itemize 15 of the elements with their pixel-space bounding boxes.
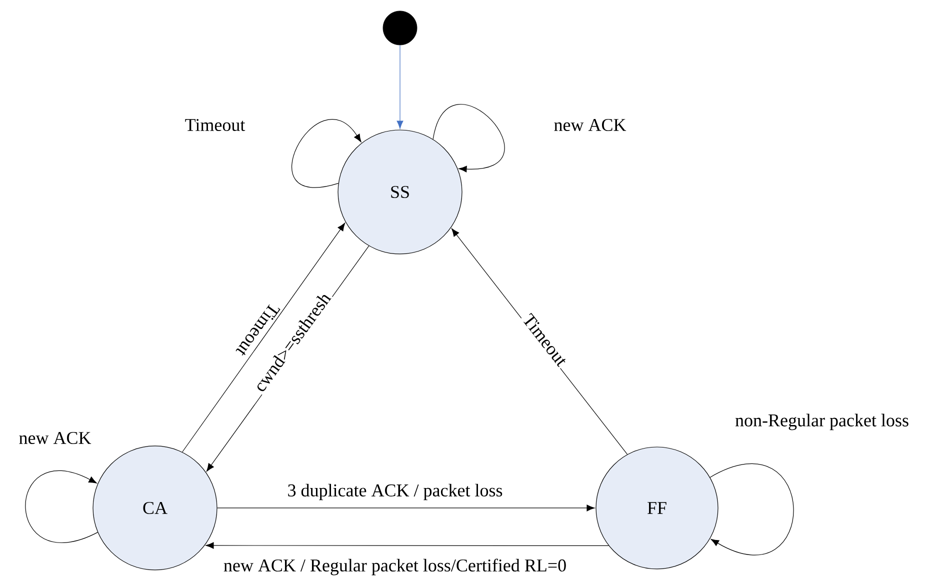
arrow <box>206 542 609 549</box>
arrow <box>182 222 346 452</box>
start-dot <box>382 10 418 46</box>
self-loop-arrow <box>432 104 504 172</box>
self-loop-arrow <box>25 470 98 543</box>
self-loop-arrow <box>292 119 362 188</box>
arrow <box>217 504 595 512</box>
edge-label: Timeout <box>183 117 247 133</box>
arrow <box>396 44 404 129</box>
edge-label: non-Regular packet loss <box>734 412 910 432</box>
edge-label: new ACK <box>17 430 93 446</box>
edge-label: new ACK <box>552 117 628 133</box>
edge-label: 3 duplicate ACK / packet loss <box>286 482 504 502</box>
self-loop-arrow <box>710 464 794 555</box>
edge-label: new ACK / Regular packet loss/Certified RL=0 <box>222 557 568 577</box>
